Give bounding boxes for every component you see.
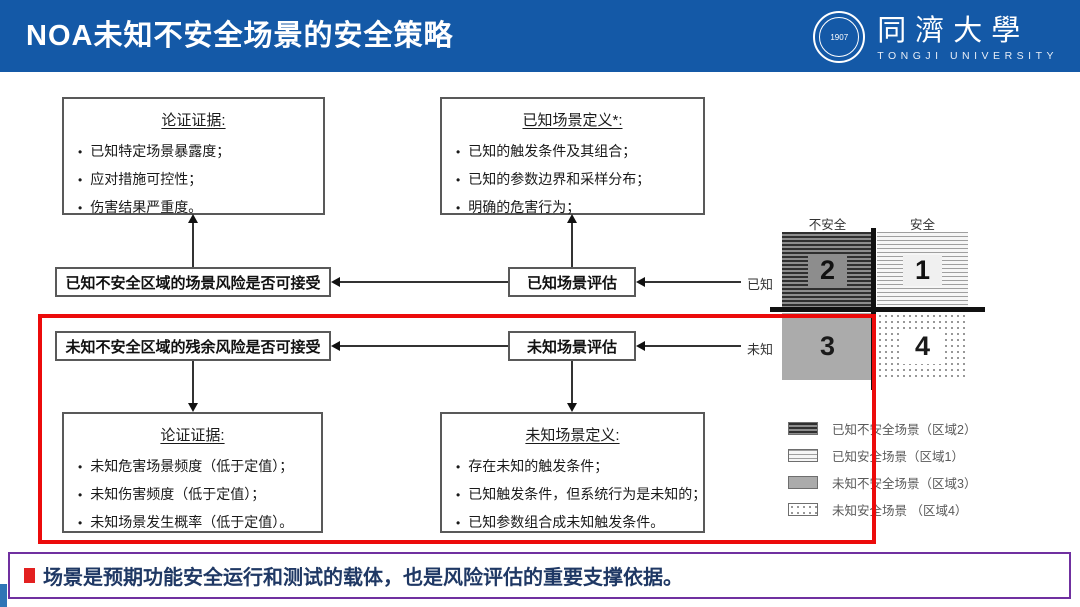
legend-label: 已知不安全场景（区域2）: [832, 422, 977, 437]
bullet-item: 伤害结果严重度。: [78, 194, 315, 222]
bullet-item: 明确的危害行为；: [456, 194, 695, 222]
known-risk-acceptance-box: 已知不安全区域的场景风险是否可接受: [55, 267, 331, 297]
header-bar: NOA未知不安全场景的安全策略 1907 同濟大學 TONGJI UNIVERS…: [0, 0, 1080, 72]
solid-gray-swatch: [788, 475, 818, 489]
quadrant-region-3: 3: [782, 313, 873, 380]
legend-item: 已知安全场景（区域1）: [788, 447, 964, 464]
legend-label: 未知安全场景 （区域4）: [832, 503, 968, 518]
quadrant-number: 4: [900, 329, 945, 364]
arrow-left-icon: [636, 277, 645, 287]
bullet-item: 已知特定场景暴露度；: [78, 138, 315, 166]
known-flow-label: 已知: [747, 277, 774, 292]
unknown-scenario-eval-box: 未知场景评估: [508, 331, 636, 361]
university-seal-icon: 1907: [813, 11, 866, 63]
evidence-unknown-title: 论证证据:: [160, 427, 225, 444]
quadrant-safe-label: 安全: [909, 218, 935, 232]
arrow-up-icon: [188, 214, 198, 223]
connector-line: [338, 281, 508, 283]
bullet-item: 未知危害场景频度（低于定值）；: [78, 453, 313, 481]
bullet-item: 已知参数组合成未知触发条件。: [456, 509, 695, 537]
connector-line: [643, 281, 741, 283]
evidence-known-bullets: 已知特定场景暴露度； 应对措施可控性； 伤害结果严重度。: [78, 138, 315, 222]
logo-name-cn: 同濟大學: [877, 12, 1030, 47]
legend-item: 已知不安全场景（区域2）: [788, 420, 977, 437]
definition-unknown-box: 未知场景定义: 存在未知的触发条件； 已知触发条件，但系统行为是未知的； 已知参…: [440, 412, 706, 533]
legend-label: 未知不安全场景（区域3）: [832, 476, 977, 491]
legend-item: 未知安全场景 （区域4）: [788, 501, 968, 518]
unknown-flow-label: 未知: [747, 342, 774, 357]
definition-known-title: 已知场景定义*:: [522, 112, 623, 129]
evidence-unknown-box: 论证证据: 未知危害场景频度（低于定值）； 未知伤害频度（低于定值）； 未知场景…: [62, 412, 323, 533]
definition-known-box: 已知场景定义*: 已知的触发条件及其组合； 已知的参数边界和采样分布； 明确的危…: [440, 97, 705, 215]
footer-banner: 场景是预期功能安全运行和测试的载体，也是风险评估的重要支撑依据。: [8, 552, 1071, 599]
arrow-down-icon: [567, 403, 577, 412]
logo-name-en: TONGJI UNIVERSITY: [877, 49, 1058, 62]
bullet-item: 已知的触发条件及其组合；: [456, 138, 695, 166]
definition-known-bullets: 已知的触发条件及其组合； 已知的参数边界和采样分布； 明确的危害行为；: [456, 138, 695, 222]
arrow-down-icon: [188, 403, 198, 412]
legend-label: 已知安全场景（区域1）: [832, 449, 964, 464]
arrow-left-icon: [331, 277, 340, 287]
arrow-up-icon: [567, 214, 577, 223]
definition-unknown-bullets: 存在未知的触发条件； 已知触发条件，但系统行为是未知的； 已知参数组合成未知触发…: [456, 453, 706, 537]
quadrant-number: 1: [902, 255, 943, 286]
connector-line: [338, 345, 508, 347]
quadrant-region-2: 2: [782, 232, 873, 309]
connector-line: [192, 361, 194, 405]
connector-line: [192, 222, 194, 267]
evidence-known-title: 论证证据:: [161, 112, 226, 129]
arrow-left-icon: [331, 341, 340, 351]
page-title: NOA未知不安全场景的安全策略: [26, 20, 454, 52]
connector-line: [571, 361, 573, 405]
bullet-item: 应对措施可控性；: [78, 166, 315, 194]
quadrant-region-1: 1: [877, 232, 968, 309]
evidence-unknown-bullets: 未知危害场景频度（低于定值）； 未知伤害频度（低于定值）； 未知场景发生概率（低…: [78, 453, 313, 537]
quadrant-region-4: 4: [877, 313, 968, 380]
connector-line: [643, 345, 741, 347]
bullet-item: 已知触发条件，但系统行为是未知的；: [456, 481, 706, 509]
evidence-known-box: 论证证据: 已知特定场景暴露度； 应对措施可控性； 伤害结果严重度。: [62, 97, 325, 215]
dots-swatch: [788, 502, 818, 516]
red-highlight-rectangle: [38, 314, 876, 544]
corner-accent-bar: [0, 584, 7, 607]
legend-item: 未知不安全场景（区域3）: [788, 474, 977, 491]
quadrant-unsafe-label: 不安全: [808, 218, 847, 232]
definition-unknown-title: 未知场景定义:: [525, 427, 620, 444]
arrow-left-icon: [636, 341, 645, 351]
logo-text: 同濟大學 TONGJI UNIVERSITY: [877, 13, 1058, 62]
dark-stripes-swatch: [788, 421, 818, 435]
known-scenario-eval-box: 已知场景评估: [508, 267, 636, 297]
tongji-university-logo: 1907 同濟大學 TONGJI UNIVERSITY: [813, 8, 1058, 66]
red-square-bullet-icon: [24, 568, 35, 583]
quadrant-number: 3: [819, 331, 836, 361]
bullet-item: 已知的参数边界和采样分布；: [456, 166, 695, 194]
bullet-item: 未知伤害频度（低于定值）；: [78, 481, 313, 509]
unknown-risk-acceptance-box: 未知不安全区域的残余风险是否可接受: [55, 331, 331, 361]
footer-text: 场景是预期功能安全运行和测试的载体，也是风险评估的重要支撑依据。: [43, 567, 683, 589]
quadrant-horizontal-axis: [770, 307, 985, 312]
connector-line: [571, 222, 573, 267]
light-stripes-swatch: [788, 448, 818, 462]
bullet-item: 未知场景发生概率（低于定值）。: [78, 509, 313, 537]
quadrant-number: 2: [807, 255, 848, 286]
bullet-item: 存在未知的触发条件；: [456, 453, 695, 481]
